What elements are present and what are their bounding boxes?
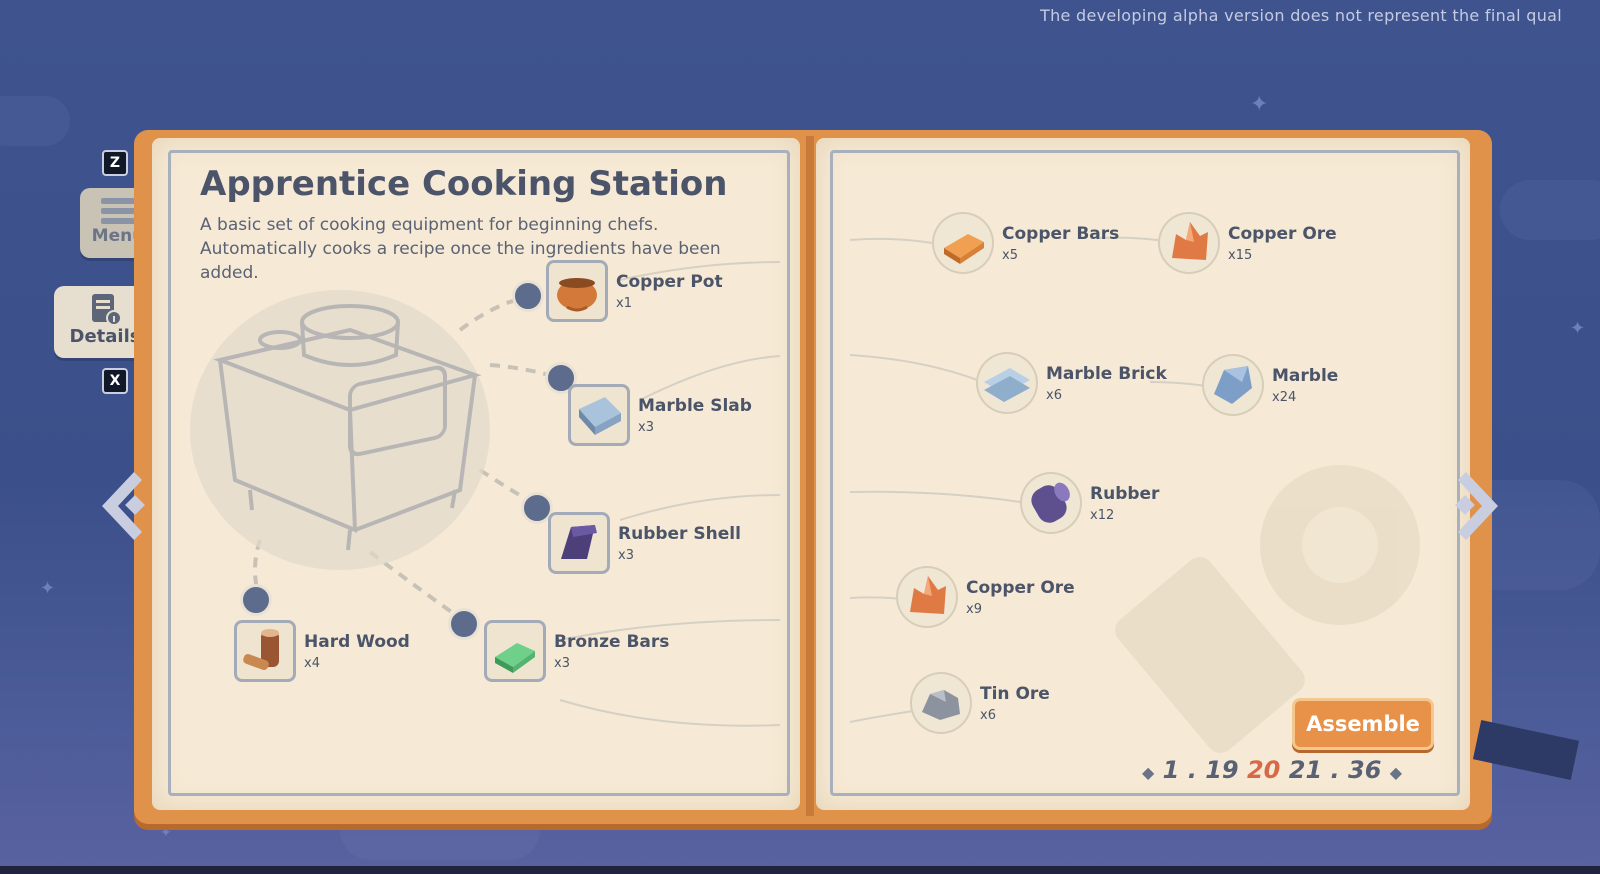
material-qty: x6 [980,707,996,723]
menu-tab-label: Menu [91,226,145,246]
star-decoration: ✦ [1570,318,1586,339]
component-node-dot [521,492,553,524]
page-separator: . [1330,756,1340,784]
material-qty: x6 [1046,387,1062,403]
page-previous[interactable]: 19 [1205,756,1239,784]
page-first[interactable]: 1 [1162,756,1180,784]
component-qty: x3 [618,547,634,563]
page-current: 20 [1246,756,1281,784]
material-qty: x24 [1272,389,1297,405]
copper-pot-icon [546,260,608,322]
material-copper-ore[interactable]: Copper Ore x15 [1158,212,1337,274]
component-node-dot [448,608,480,640]
z-key-badge: Z [102,150,128,176]
component-node-dot [512,280,544,312]
alpha-notice: The developing alpha version does not re… [1040,6,1563,25]
details-tab-label: Details [69,326,141,347]
material-name: Rubber [1090,483,1160,504]
component-copper-pot[interactable]: Copper Pot x1 [546,260,723,322]
station-description: A basic set of cooking equipment for beg… [200,215,721,283]
material-qty: x5 [1002,247,1018,263]
copper-bars-icon [932,212,994,274]
material-qty: x12 [1090,507,1115,523]
component-bronze-bars[interactable]: Bronze Bars x3 [484,620,669,682]
bronze-bars-icon [484,620,546,682]
material-copper-ore-2[interactable]: Copper Ore x9 [896,566,1075,628]
previous-page-arrow[interactable] [94,466,150,556]
component-marble-slab[interactable]: Marble Slab x3 [568,384,752,446]
details-document-icon [92,294,122,326]
rubber-icon [1020,472,1082,534]
material-name: Tin Ore [980,683,1050,704]
copper-ore-icon [896,566,958,628]
star-decoration: ✦ [40,578,56,599]
material-marble-brick[interactable]: Marble Brick x6 [976,352,1167,414]
chevron-right-icon [1455,472,1498,540]
marble-brick-icon [976,352,1038,414]
copper-ore-icon [1158,212,1220,274]
cooking-station-illustration [190,290,490,570]
station-title: Apprentice Cooking Station [200,164,728,204]
component-hard-wood[interactable]: Hard Wood x4 [234,620,410,682]
x-key-badge: X [102,368,128,394]
menu-list-icon [101,198,135,224]
right-page-frame [830,150,1460,796]
diamond-icon: ◆ [1389,763,1403,782]
page-next[interactable]: 21 [1288,756,1323,784]
marble-icon [1202,354,1264,416]
component-qty: x3 [638,419,654,435]
material-rubber[interactable]: Rubber x12 [1020,472,1159,534]
material-name: Marble [1272,365,1339,386]
rubber-shell-icon [548,512,610,574]
left-page-frame [168,150,790,796]
component-name: Rubber Shell [618,523,741,544]
component-name: Bronze Bars [554,631,670,652]
material-qty: x9 [966,601,982,617]
hard-wood-icon [234,620,296,682]
material-marble[interactable]: Marble x24 [1202,354,1338,416]
star-decoration: ✦ [1250,92,1269,117]
component-name: Marble Slab [638,395,752,416]
component-name: Hard Wood [304,631,410,652]
book-spine [806,136,814,816]
material-name: Marble Brick [1046,363,1167,384]
material-name: Copper Ore [966,577,1075,598]
marble-slab-icon [568,384,630,446]
page-separator: . [1187,756,1197,784]
star-decoration: ✦ [160,825,172,841]
material-name: Copper Ore [1228,223,1337,244]
page-pagination: ◆ 1 . 19 20 21 . 36 ◆ [1142,756,1402,784]
bottom-bar [0,866,1600,874]
component-qty: x3 [554,655,570,671]
tin-ore-icon [910,672,972,734]
page-last[interactable]: 36 [1348,756,1382,784]
material-copper-bars[interactable]: Copper Bars x5 [932,212,1119,274]
component-name: Copper Pot [616,271,723,292]
component-node-dot [240,584,272,616]
diamond-icon: ◆ [1142,763,1155,782]
material-name: Copper Bars [1002,223,1120,244]
material-tin-ore[interactable]: Tin Ore x6 [910,672,1050,734]
material-qty: x15 [1228,247,1253,263]
component-qty: x4 [304,655,320,671]
component-qty: x1 [616,295,632,311]
chevron-left-icon [102,472,145,540]
next-page-arrow[interactable] [1450,466,1506,556]
assemble-button[interactable]: Assemble [1292,698,1434,750]
component-rubber-shell[interactable]: Rubber Shell x3 [548,512,741,574]
